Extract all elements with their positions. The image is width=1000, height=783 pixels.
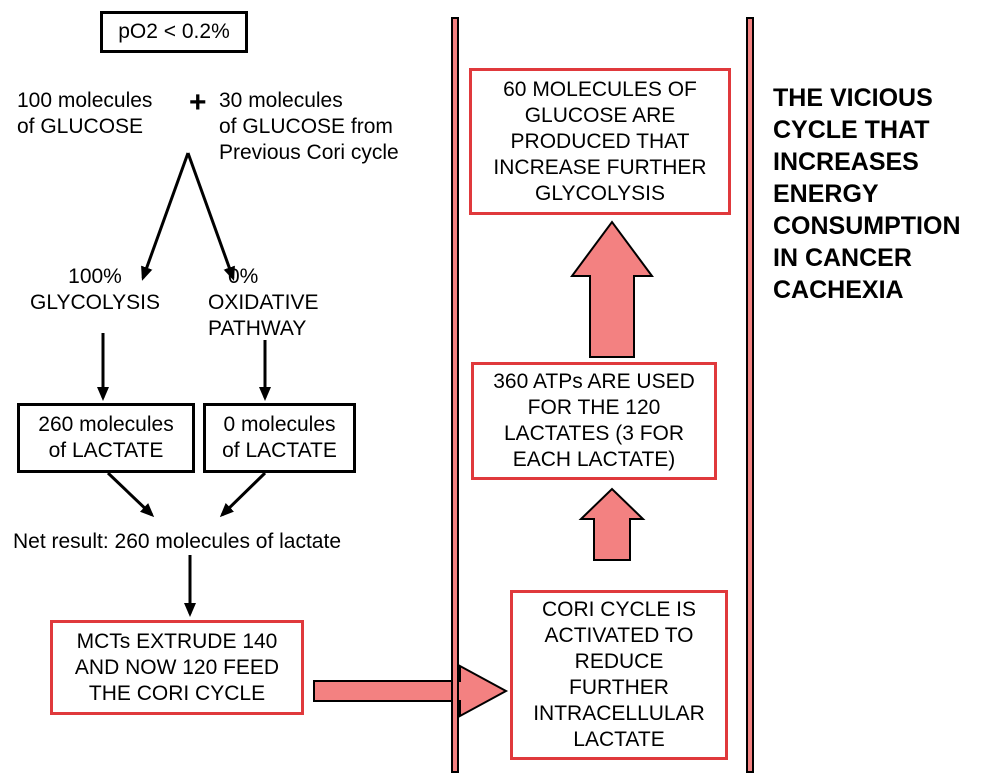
- cori-line: REDUCE: [574, 650, 664, 673]
- mct-box: MCTs EXTRUDE 140 AND NOW 120 FEED THE CO…: [50, 620, 304, 715]
- diagram-title: THE VICIOUS CYCLE THAT INCREASES ENERGY …: [773, 82, 961, 306]
- cori-line: FURTHER: [569, 676, 669, 699]
- glucose-line: GLYCOLYSIS: [535, 181, 665, 205]
- lactate-left-box: 260 molecules of LACTATE: [17, 403, 195, 473]
- atp-line: 360 ATPs ARE USED: [493, 370, 695, 393]
- title-line: ENERGY: [773, 180, 879, 208]
- condition-text: pO2 < 0.2%: [118, 20, 230, 43]
- atp-box: 360 ATPs ARE USED FOR THE 120 LACTATES (…: [471, 362, 717, 480]
- left-pillar: [451, 17, 459, 773]
- input-right-line: Previous Cori cycle: [219, 141, 399, 164]
- title-line: IN CANCER: [773, 244, 912, 272]
- arrow-lactate-right-to-net: [219, 471, 267, 518]
- title-line: INCREASES: [773, 148, 919, 176]
- input-left-text: 100 molecules of GLUCOSE: [17, 88, 152, 140]
- plus-sign: +: [189, 86, 207, 119]
- input-right-line: of GLUCOSE from: [219, 115, 393, 138]
- branch-glycolysis-percent: 100%: [68, 265, 122, 288]
- atp-line: FOR THE 120: [527, 396, 661, 419]
- branch-glycolysis: 100% GLYCOLYSIS: [20, 264, 170, 316]
- lactate-left-line: 260 molecules: [38, 413, 174, 436]
- glucose-line: INCREASE FURTHER: [493, 155, 707, 179]
- title-line: THE VICIOUS: [773, 84, 933, 112]
- big-arrow-cori-to-atp: [578, 487, 646, 561]
- glucose-line: GLUCOSE ARE: [524, 103, 676, 127]
- lactate-right-line: of LACTATE: [222, 439, 337, 462]
- title-line: CACHEXIA: [773, 276, 904, 304]
- arrow-to-oxidative: [186, 152, 235, 281]
- cori-line: LACTATE: [573, 728, 665, 751]
- arrow-to-glycolysis: [141, 152, 190, 281]
- cori-box: CORI CYCLE IS ACTIVATED TO REDUCE FURTHE…: [510, 590, 728, 760]
- glucose-box: 60 MOLECULES OF GLUCOSE ARE PRODUCED THA…: [469, 68, 731, 215]
- atp-line: EACH LACTATE): [512, 448, 676, 471]
- cori-line: ACTIVATED TO: [544, 624, 694, 647]
- lactate-right-line: 0 molecules: [223, 413, 336, 436]
- glucose-line: PRODUCED THAT: [510, 129, 690, 153]
- glucose-line: 60 MOLECULES OF: [503, 77, 697, 101]
- lactate-left-line: of LACTATE: [48, 439, 164, 462]
- mct-line: THE CORI CYCLE: [88, 681, 266, 705]
- atp-line: LACTATES (3 FOR: [503, 422, 685, 445]
- branch-glycolysis-label: GLYCOLYSIS: [30, 291, 160, 314]
- title-line: CONSUMPTION: [773, 212, 961, 240]
- right-pillar: [746, 17, 754, 773]
- cori-line: INTRACELLULAR: [533, 702, 705, 725]
- arrow-lactate-left-to-net: [106, 471, 155, 518]
- net-result-text: Net result: 260 molecules of lactate: [13, 530, 342, 553]
- title-line: CYCLE THAT: [773, 116, 930, 144]
- big-arrow-mct-to-cori: [313, 664, 509, 718]
- input-right-line: 30 molecules: [219, 89, 343, 112]
- lactate-right-box: 0 molecules of LACTATE: [203, 403, 356, 473]
- cori-line: CORI CYCLE IS: [541, 598, 697, 621]
- branch-oxidative: 0% OXIDATIVE PATHWAY: [208, 264, 318, 342]
- input-left-line: of GLUCOSE: [17, 115, 144, 138]
- branch-oxidative-label: PATHWAY: [208, 317, 307, 340]
- branch-oxidative-percent: 0%: [228, 265, 259, 288]
- mct-line: AND NOW 120 FEED: [74, 655, 280, 679]
- input-right-text: 30 molecules of GLUCOSE from Previous Co…: [219, 88, 399, 166]
- big-arrow-atp-to-glucose: [570, 220, 654, 358]
- branch-oxidative-label: OXIDATIVE: [208, 291, 319, 314]
- mct-line: MCTs EXTRUDE 140: [76, 629, 278, 653]
- condition-box: pO2 < 0.2%: [100, 11, 248, 53]
- input-left-line: 100 molecules: [17, 89, 153, 112]
